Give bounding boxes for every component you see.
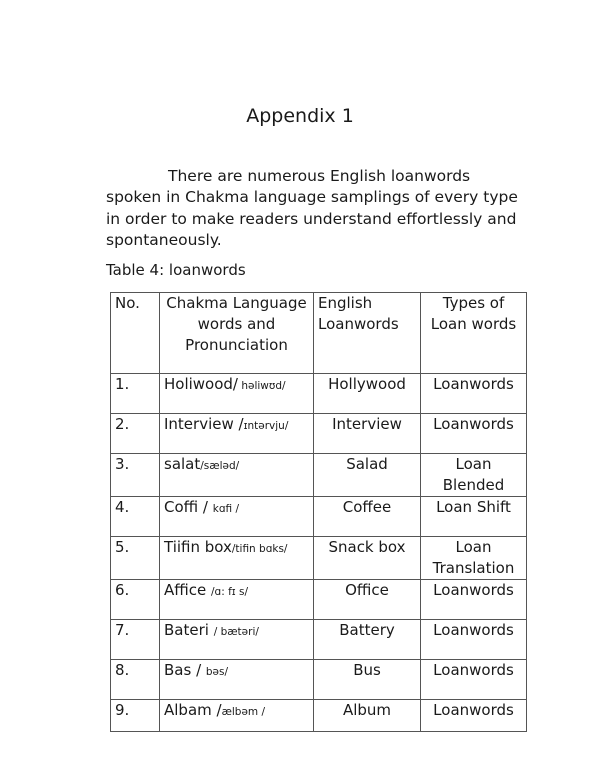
cell-type: Loan Translation: [420, 536, 527, 580]
cell-type: Loanwords: [420, 659, 527, 700]
cell-english: Battery: [313, 619, 421, 660]
table-row: 9. Albam /ælbəm / Album Loanwords: [110, 699, 527, 732]
table-caption: Table 4: loanwords: [106, 261, 246, 279]
pronunciation: ælbəm /: [221, 706, 266, 718]
pronunciation: / bætəri/: [213, 626, 259, 638]
cell-chakma: Bas / bəs/: [159, 659, 314, 700]
pronunciation: həliwʊd/: [238, 380, 286, 392]
table-row: 4. Coffi / kɑfi / Coffee Loan Shift: [110, 496, 527, 537]
table-row: 7. Bateri / bætəri/ Battery Loanwords: [110, 619, 527, 660]
intro-paragraph: There are numerous English loanwords spok…: [106, 166, 536, 251]
pronunciation: kɑfi /: [212, 503, 239, 515]
para-line: in order to make readers understand effo…: [106, 209, 517, 228]
cell-chakma: Coffi / kɑfi /: [159, 496, 314, 537]
header-english: English Loanwords: [313, 292, 421, 374]
chakma-word: Bas /: [164, 661, 206, 679]
pronunciation: /tifin bɑks/: [231, 543, 288, 555]
cell-english: Office: [313, 579, 421, 620]
cell-english: Snack box: [313, 536, 421, 580]
table-header-row: No. Chakma Language words and Pronunciat…: [110, 292, 527, 374]
pronunciation: ɪntərvju/: [243, 420, 289, 432]
table-row: 1. Holiwood/ həliwʊd/ Hollywood Loanword…: [110, 373, 527, 414]
header-no: No.: [110, 292, 160, 374]
cell-english: Album: [313, 699, 421, 732]
chakma-word: Albam /: [164, 701, 222, 719]
cell-no: 1.: [110, 373, 160, 414]
cell-chakma: Bateri / bætəri/: [159, 619, 314, 660]
cell-no: 5.: [110, 536, 160, 580]
pronunciation: /sæləd/: [200, 460, 240, 472]
cell-type: Loanwords: [420, 579, 527, 620]
table-row: 2. Interview /ɪntərvju/ Interview Loanwo…: [110, 413, 527, 454]
cell-no: 3.: [110, 453, 160, 497]
cell-no: 2.: [110, 413, 160, 454]
cell-type: Loanwords: [420, 413, 527, 454]
chakma-word: Bateri: [164, 621, 214, 639]
chakma-word: Holiwood/: [164, 375, 238, 393]
cell-no: 6.: [110, 579, 160, 620]
cell-type: Loanwords: [420, 699, 527, 732]
cell-chakma: Interview /ɪntərvju/: [159, 413, 314, 454]
cell-type: Loanwords: [420, 373, 527, 414]
cell-type: Loanwords: [420, 619, 527, 660]
chakma-word: Interview /: [164, 415, 244, 433]
table-row: 8. Bas / bəs/ Bus Loanwords: [110, 659, 527, 700]
para-line: spoken in Chakma language samplings of e…: [106, 188, 518, 207]
cell-chakma: salat/sæləd/: [159, 453, 314, 497]
pronunciation: /ɑ: fɪ s/: [211, 586, 249, 598]
header-type: Types of Loan words: [420, 292, 527, 374]
cell-type: Loan Blended: [420, 453, 527, 497]
cell-english: Interview: [313, 413, 421, 454]
cell-no: 9.: [110, 699, 160, 732]
cell-no: 8.: [110, 659, 160, 700]
chakma-word: Coffi /: [164, 498, 213, 516]
header-chakma: Chakma Language words and Pronunciation: [159, 292, 314, 374]
chakma-word: Tiifin box: [164, 538, 232, 556]
cell-english: Coffee: [313, 496, 421, 537]
page-title: Appendix 1: [246, 105, 354, 127]
cell-english: Salad: [313, 453, 421, 497]
cell-no: 4.: [110, 496, 160, 537]
cell-no: 7.: [110, 619, 160, 660]
chakma-word: Affice: [164, 581, 212, 599]
table-row: 5. Tiifin box/tifin bɑks/ Snack box Loan…: [110, 536, 527, 580]
pronunciation: bəs/: [205, 666, 229, 678]
chakma-word: salat: [164, 455, 201, 473]
cell-chakma: Albam /ælbəm /: [159, 699, 314, 732]
cell-type: Loan Shift: [420, 496, 527, 537]
cell-english: Hollywood: [313, 373, 421, 414]
cell-chakma: Holiwood/ həliwʊd/: [159, 373, 314, 414]
table-row: 6. Affice /ɑ: fɪ s/ Office Loanwords: [110, 579, 527, 620]
para-line: spontaneously.: [106, 230, 222, 249]
loanwords-table: No. Chakma Language words and Pronunciat…: [110, 292, 527, 732]
cell-chakma: Affice /ɑ: fɪ s/: [159, 579, 314, 620]
cell-chakma: Tiifin box/tifin bɑks/: [159, 536, 314, 580]
table-row: 3. salat/sæləd/ Salad Loan Blended: [110, 453, 527, 497]
para-line: There are numerous English loanwords: [168, 167, 471, 185]
cell-english: Bus: [313, 659, 421, 700]
